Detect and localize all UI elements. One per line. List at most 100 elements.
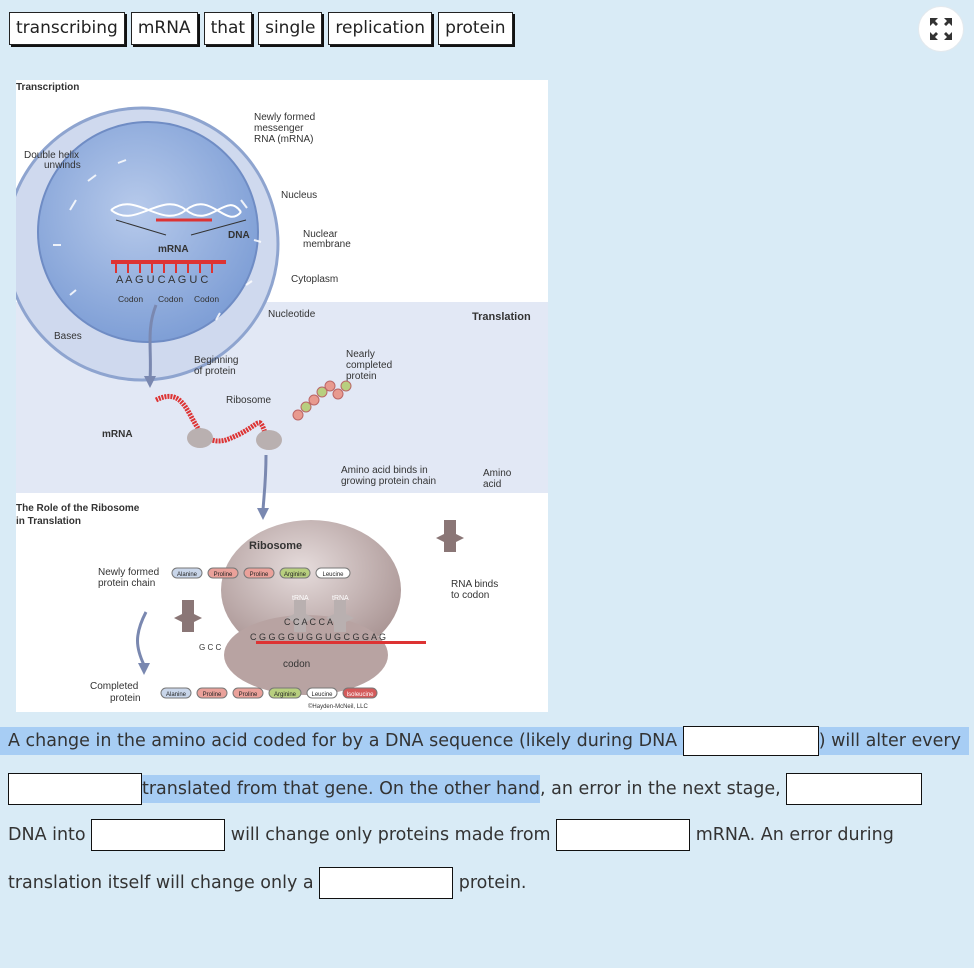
svg-text:Proline: Proline	[239, 692, 258, 698]
svg-text:A A G U C A G U C: A A G U C A G U C	[116, 274, 208, 286]
svg-text:Leucine: Leucine	[311, 692, 333, 698]
sentence-text-4b: protein.	[453, 873, 527, 893]
svg-text:membrane: membrane	[303, 239, 351, 250]
svg-text:Arginine: Arginine	[284, 572, 307, 578]
completed-chain-pills: Alanine Proline Proline Arginine Leucine…	[160, 687, 378, 699]
sentence-text-4a: translation itself will change only a	[8, 873, 320, 893]
word-chip-single[interactable]: single	[258, 12, 323, 45]
svg-text:Arginine: Arginine	[274, 692, 297, 698]
svg-text:growing protein chain: growing protein chain	[341, 476, 436, 487]
svg-text:C C A C C A: C C A C C A	[284, 617, 333, 627]
blank-4[interactable]	[91, 819, 226, 851]
mrna-polysome	[154, 394, 271, 444]
svg-text:Alanine: Alanine	[177, 572, 198, 578]
svg-text:Nucleus: Nucleus	[281, 190, 317, 201]
svg-text:Newly formed: Newly formed	[98, 567, 159, 578]
new-chain-pills: Alanine Proline Proline Arginine Leucine	[171, 567, 351, 579]
svg-text:of protein: of protein	[194, 366, 236, 377]
svg-text:tRNA: tRNA	[292, 595, 309, 602]
ribosome-small-1	[187, 428, 213, 448]
svg-text:Codon: Codon	[194, 294, 219, 304]
sentence-text-1b: ) will alter every	[818, 727, 969, 755]
svg-text:Leucine: Leucine	[322, 572, 344, 578]
svg-text:Nucleotide: Nucleotide	[268, 309, 316, 320]
svg-text:Beginning: Beginning	[194, 355, 238, 366]
sentence-line-4: translation itself will change only a pr…	[8, 867, 527, 899]
svg-text:to codon: to codon	[451, 590, 489, 601]
role-title-line1: The Role of the Ribosome	[16, 503, 140, 514]
ribosome-small-2	[256, 430, 282, 450]
svg-text:RNA binds: RNA binds	[451, 579, 498, 590]
svg-text:©Hayden-McNeil, LLC: ©Hayden-McNeil, LLC	[308, 703, 368, 710]
word-chip-mrna[interactable]: mRNA	[130, 12, 198, 45]
sentence-line-3: DNA into will change only proteins made …	[8, 819, 894, 851]
svg-text:completed: completed	[346, 360, 392, 371]
svg-text:protein: protein	[110, 693, 141, 704]
mrna-strand	[111, 260, 226, 273]
svg-text:Double helix: Double helix	[24, 150, 79, 161]
arrow-down	[148, 304, 158, 381]
sentence-text-1a: A change in the amino acid coded for by …	[0, 727, 683, 755]
mrna-bar	[256, 641, 426, 644]
blank-6[interactable]	[319, 867, 454, 899]
role-title-line2: in Translation	[16, 516, 81, 527]
svg-text:unwinds: unwinds	[44, 160, 81, 171]
word-chip-replication[interactable]: replication	[328, 12, 433, 45]
svg-text:mRNA: mRNA	[158, 244, 189, 255]
transcription-title: Transcription	[16, 82, 79, 93]
svg-text:Nuclear: Nuclear	[303, 229, 338, 240]
transcription-translation-figure: Transcription Newly formed messenger RNA…	[4, 80, 548, 712]
svg-text:Isoleucine: Isoleucine	[346, 692, 374, 698]
svg-text:acid: acid	[483, 479, 501, 490]
nuclear-pores	[53, 159, 262, 321]
svg-text:Amino: Amino	[483, 468, 512, 479]
blank-2[interactable]	[8, 773, 142, 805]
svg-text:G C C: G C C	[199, 643, 221, 652]
expand-icon	[930, 18, 952, 40]
svg-text:C G G G G U G G U G C G G A G: C G G G G U G G U G C G G A G	[250, 632, 386, 642]
sentence-line-2: translated from that gene. On the other …	[0, 773, 923, 805]
svg-text:Proline: Proline	[203, 692, 222, 698]
blank-1[interactable]	[682, 726, 819, 756]
svg-text:DNA: DNA	[228, 230, 250, 241]
word-chip-that[interactable]: that	[203, 12, 253, 45]
svg-text:RNA (mRNA): RNA (mRNA)	[254, 134, 313, 145]
sentence-text-2a: translated from that gene. On the other …	[142, 775, 541, 803]
svg-text:protein chain: protein chain	[98, 578, 155, 589]
svg-text:Codon: Codon	[118, 294, 143, 304]
biology-diagram: Transcription Newly formed messenger RNA…	[4, 82, 548, 710]
word-bank: transcribing mRNA that single replicatio…	[9, 12, 513, 45]
zoom-lines	[115, 219, 247, 236]
blank-5[interactable]	[556, 819, 691, 851]
blank-3[interactable]	[786, 773, 923, 805]
word-chip-protein[interactable]: protein	[438, 12, 513, 45]
svg-text:Completed: Completed	[90, 681, 138, 692]
translation-title: Translation	[472, 311, 531, 323]
svg-text:Ribosome: Ribosome	[226, 395, 271, 406]
svg-text:mRNA: mRNA	[102, 429, 133, 440]
ribosome-lower	[224, 615, 388, 695]
trna-molecules	[174, 520, 464, 632]
svg-text:tRNA: tRNA	[332, 595, 349, 602]
svg-text:Proline: Proline	[250, 572, 269, 578]
svg-text:Newly formed: Newly formed	[254, 112, 315, 123]
sentence-line-1: A change in the amino acid coded for by …	[0, 726, 969, 756]
svg-text:codon: codon	[283, 659, 310, 670]
sentence-text-3a: DNA into	[8, 825, 92, 845]
dna-helix	[110, 203, 242, 222]
svg-text:protein: protein	[346, 371, 377, 382]
svg-text:Codon: Codon	[158, 294, 183, 304]
svg-text:Alanine: Alanine	[166, 692, 187, 698]
svg-text:Nearly: Nearly	[346, 349, 375, 360]
word-chip-transcribing[interactable]: transcribing	[9, 12, 125, 45]
sentence-text-2b: , an error in the next stage,	[540, 779, 787, 799]
sentence-text-3c: mRNA. An error during	[690, 825, 894, 845]
svg-text:messenger: messenger	[254, 123, 304, 134]
protein-chain-beads	[292, 380, 352, 421]
svg-text:Amino acid binds in: Amino acid binds in	[341, 465, 428, 476]
expand-button[interactable]	[918, 6, 964, 52]
sentence-text-3b: will change only proteins made from	[225, 825, 557, 845]
svg-text:Ribosome: Ribosome	[249, 540, 302, 552]
svg-text:Cytoplasm: Cytoplasm	[291, 274, 338, 285]
svg-text:Bases: Bases	[54, 331, 82, 342]
